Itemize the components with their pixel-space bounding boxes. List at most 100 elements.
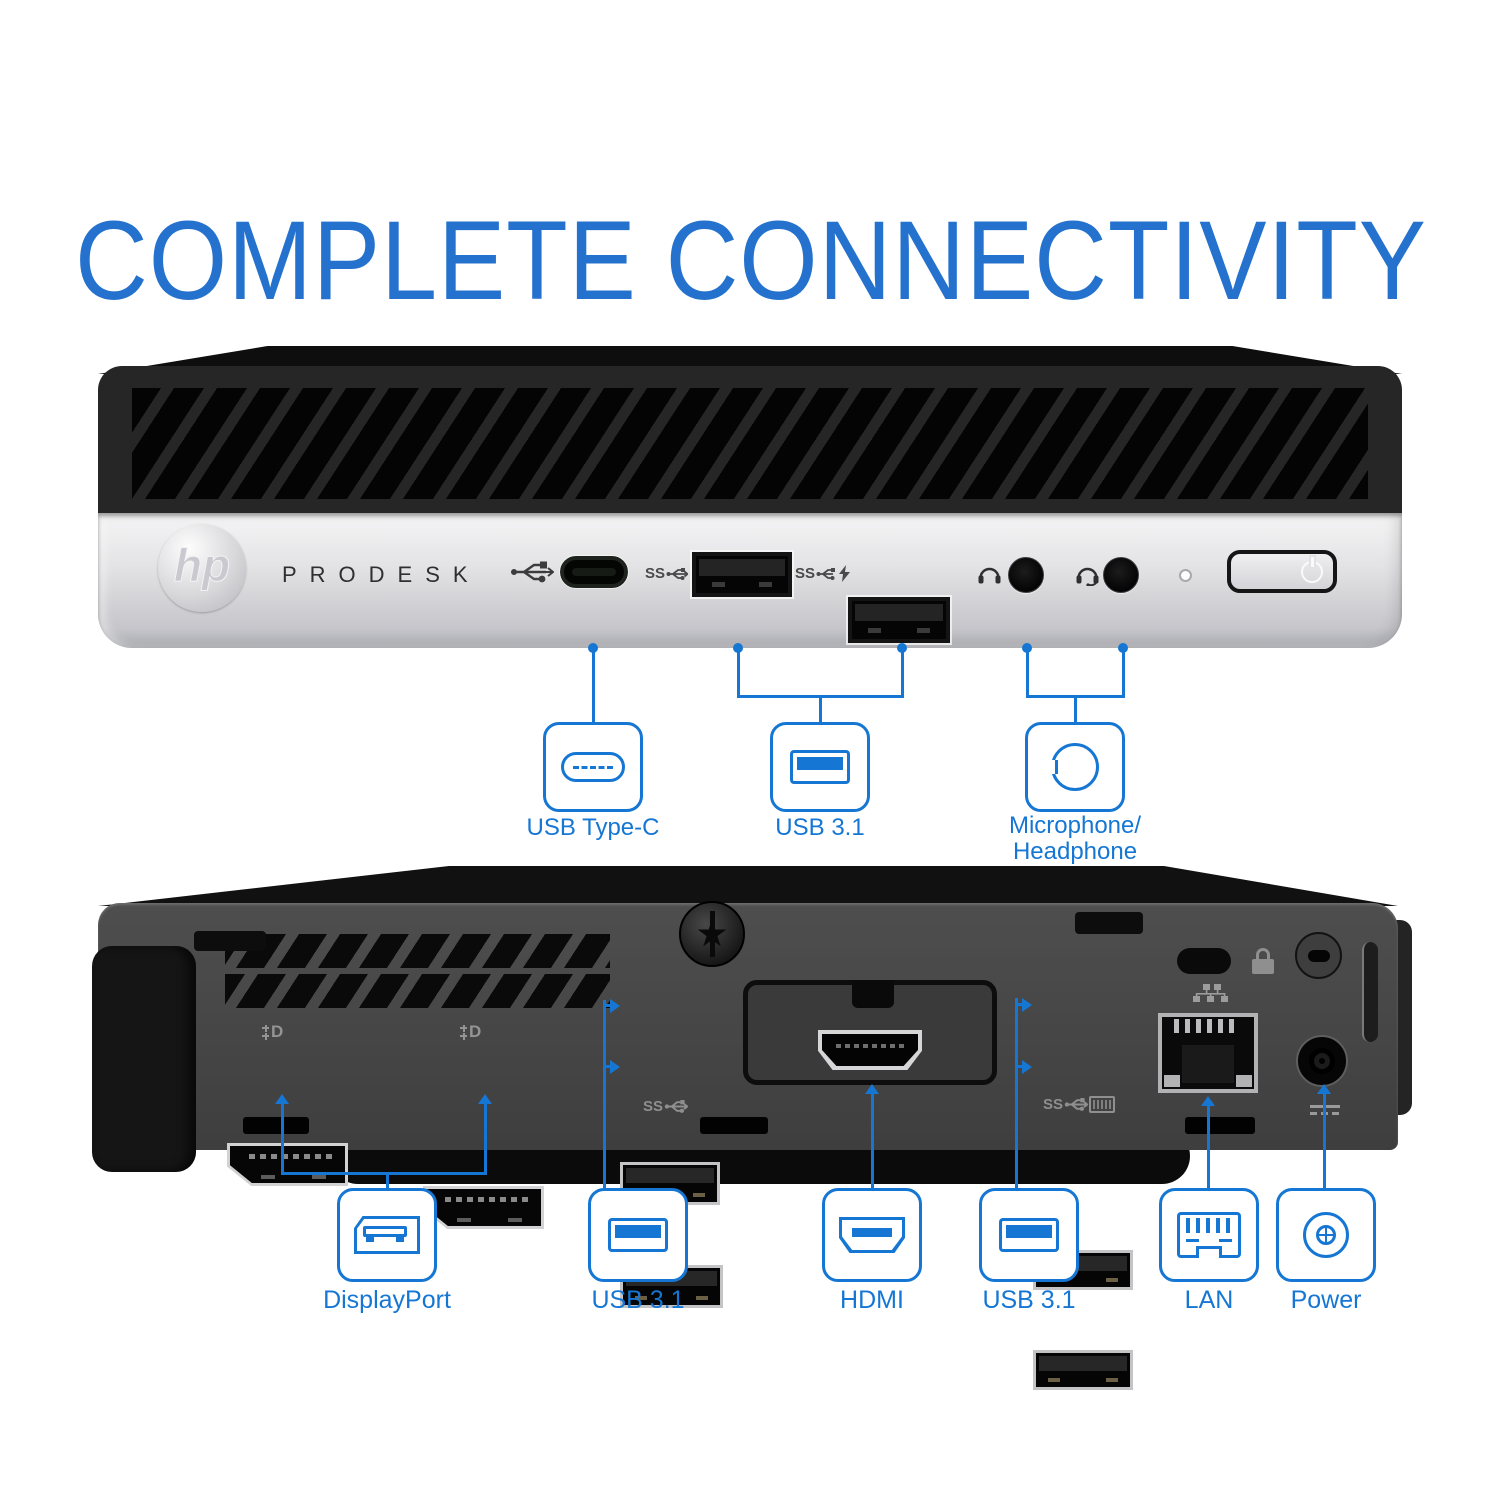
displayport-logo-icon: D [460, 1022, 481, 1042]
headset-icon [1076, 567, 1099, 586]
callout-arrow [1022, 1059, 1032, 1074]
audio-jack-icon [1051, 743, 1099, 791]
callout-arrow [478, 1094, 492, 1104]
displayport-callout-box [337, 1188, 437, 1282]
usb-a-icon [790, 750, 850, 784]
panel-slot [1185, 1117, 1255, 1134]
hp-logo: hp [158, 524, 246, 612]
callout-arrow [1022, 997, 1032, 1012]
hdmi-callout-box [822, 1188, 922, 1282]
headset-jack [1103, 557, 1139, 593]
status-led [1179, 569, 1192, 582]
usb31-charging-marking: SS [795, 565, 851, 582]
back-usb-port-4 [1033, 1350, 1133, 1390]
ss-trident-icon [1064, 1098, 1089, 1111]
kensington-lock-slot [1177, 948, 1231, 974]
usb-c-callout-box [543, 722, 643, 812]
usb-a-icon [608, 1218, 668, 1252]
callout-line [602, 1000, 606, 1188]
front-vent-grille [132, 388, 1368, 499]
back-cable-clip [92, 946, 196, 1172]
callout-line [870, 1092, 874, 1188]
thumbscrew [679, 901, 745, 967]
audio-callout-label-2: Headphone [1012, 838, 1138, 865]
keyboard-icon [1089, 1096, 1116, 1113]
hdmi-recess-notch [852, 980, 894, 1008]
lightning-bolt-icon [839, 565, 851, 582]
front-usb-a-port-2 [846, 595, 952, 645]
displayport-logo-icon: D [262, 1022, 283, 1042]
callout-dot [1022, 643, 1032, 653]
displayport-icon [354, 1216, 420, 1254]
callout-line [1016, 1065, 1024, 1068]
panel-notch [1075, 912, 1143, 934]
power-button [1227, 550, 1337, 593]
usb31-front-callout-box [770, 722, 870, 812]
callout-line [1206, 1104, 1210, 1188]
callout-arrow [1317, 1084, 1331, 1094]
callout-line [1016, 1003, 1024, 1006]
callout-line [591, 652, 595, 722]
lock-icon [1252, 948, 1274, 974]
callout-line [818, 695, 822, 722]
back-device-top-face [98, 866, 1398, 906]
callout-line [385, 1172, 389, 1188]
callout-dot [1118, 643, 1128, 653]
lan-port [1158, 1013, 1258, 1093]
usb31-back-left-callout-label: USB 3.1 [591, 1286, 685, 1314]
hdmi-port [818, 1030, 922, 1070]
callout-arrow [610, 1059, 620, 1074]
audio-callout-box [1025, 722, 1125, 812]
usb31-marking-back-left: SS [643, 1098, 689, 1115]
usb-trident-icon [511, 561, 554, 583]
usb31-front-callout-label: USB 3.1 [775, 814, 865, 841]
power-icon [1303, 1212, 1349, 1258]
headphone-jack [1008, 557, 1044, 593]
usb31-back-left-callout-box [588, 1188, 688, 1282]
displayport-port-1 [227, 1143, 348, 1186]
ss-trident-icon [666, 567, 689, 580]
callout-line [1014, 998, 1018, 1188]
side-latch [1362, 942, 1378, 1042]
callout-line [604, 1065, 612, 1068]
power-connector [1296, 1035, 1348, 1087]
front-device-vent-panel [98, 366, 1402, 513]
power-callout-box [1276, 1188, 1376, 1282]
usb31-marking: SS [645, 565, 689, 582]
callout-line [1322, 1092, 1326, 1188]
usb-c-callout-label: USB Type-C [526, 814, 660, 841]
network-icon [1193, 984, 1228, 1002]
page-title: COMPLETE CONNECTIVITY [75, 198, 1427, 323]
front-usb-a-port-1 [690, 550, 794, 599]
ss-trident-icon [664, 1100, 689, 1113]
lan-icon [1177, 1212, 1241, 1258]
callout-arrow [1201, 1096, 1215, 1106]
dc-power-icon [1308, 1104, 1344, 1118]
usb31-back-right-callout-label: USB 3.1 [982, 1286, 1076, 1314]
model-name: PRODESK [282, 562, 481, 587]
panel-notch [194, 931, 266, 951]
usb31-back-right-callout-box [979, 1188, 1079, 1282]
hdmi-icon [839, 1217, 905, 1253]
callout-line [280, 1102, 284, 1175]
callout-line [483, 1102, 487, 1175]
callout-arrow [275, 1094, 289, 1104]
callout-arrow [610, 998, 620, 1013]
callout-line [900, 652, 904, 698]
panel-slot [700, 1117, 768, 1134]
lan-callout-label: LAN [1184, 1286, 1234, 1314]
usb-c-icon [561, 752, 625, 782]
callout-dot [897, 643, 907, 653]
displayport-port-2 [423, 1186, 544, 1229]
back-vent-grille [225, 974, 610, 1008]
callout-dot [588, 643, 598, 653]
antenna-hole [1295, 932, 1342, 979]
callout-dot [733, 643, 743, 653]
front-usb-c-port [559, 555, 629, 589]
callout-line [736, 652, 740, 698]
lan-callout-box [1159, 1188, 1259, 1282]
callout-line [1073, 695, 1077, 722]
power-icon [1301, 557, 1323, 583]
hdmi-callout-label: HDMI [840, 1286, 904, 1314]
